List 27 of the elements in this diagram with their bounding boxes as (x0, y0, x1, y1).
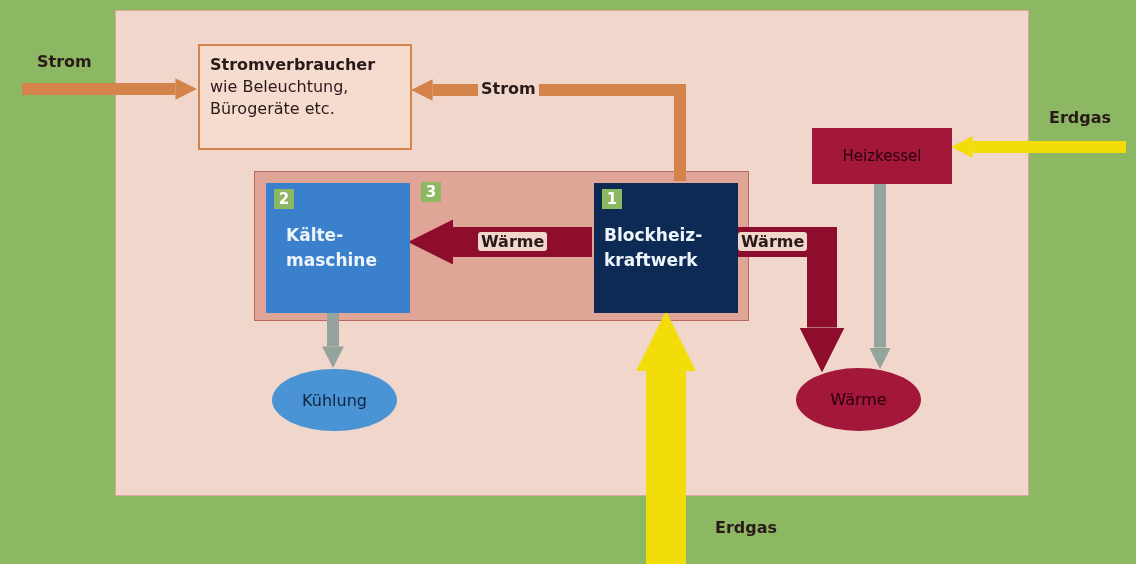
number-badge: 2 (274, 189, 294, 209)
flow-arrow (951, 136, 1126, 158)
edge-label: Strom (478, 79, 539, 98)
flow-arrow (869, 183, 891, 370)
chiller-box (266, 183, 410, 313)
edge-label: Strom (36, 52, 93, 71)
edge-label: Erdgas (1048, 108, 1113, 127)
flow-arrow (408, 219, 592, 265)
chp-box (594, 183, 738, 313)
consumer-box (198, 44, 412, 150)
system-panel (115, 10, 1029, 496)
ellipse-text: Wärme (830, 390, 887, 409)
box-text: Blockheiz- kraftwerk (604, 224, 704, 272)
ellipse-text: Kühlung (302, 390, 367, 410)
box-text: wie Beleuchtung, Bürogeräte etc. (210, 76, 350, 120)
box-heading: Stromverbraucher (210, 54, 377, 76)
box-text: Heizkessel (842, 147, 922, 165)
flow-arrow (636, 311, 696, 564)
number-badge: 3 (421, 182, 441, 202)
edge-label: Erdgas (714, 518, 779, 537)
number-badge: 1 (602, 189, 622, 209)
edge-label: Wärme (738, 232, 808, 251)
box-text: Kälte- maschine (286, 224, 378, 272)
flow-arrow (22, 78, 197, 100)
boiler-box (812, 128, 952, 184)
flow-arrow (322, 311, 344, 368)
edge-label: Wärme (478, 232, 548, 251)
